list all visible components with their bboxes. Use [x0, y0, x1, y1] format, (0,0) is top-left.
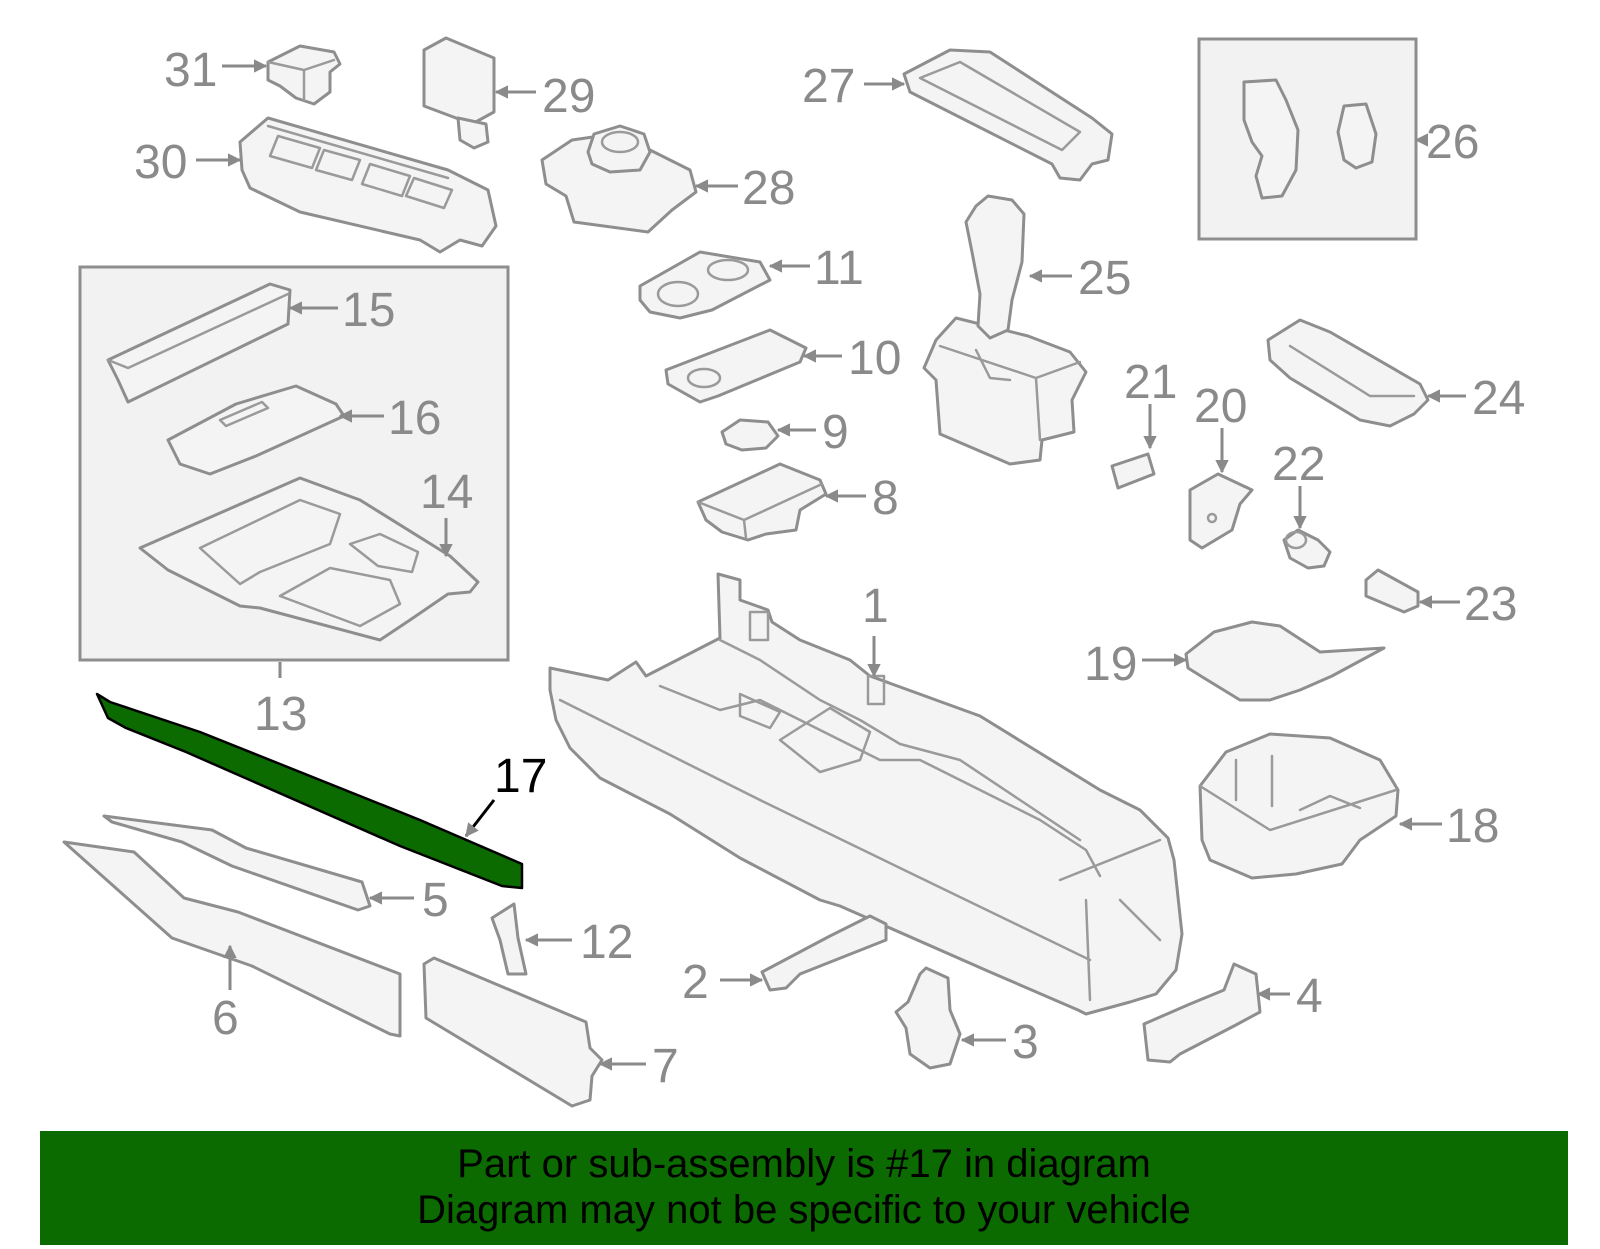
- callout-29: 29: [542, 70, 595, 123]
- part-15[interactable]: [106, 282, 292, 404]
- part-4[interactable]: [1142, 962, 1262, 1064]
- callout-19: 19: [1084, 638, 1137, 691]
- callout-21: 21: [1124, 356, 1177, 409]
- part-12[interactable]: [490, 902, 528, 976]
- part-22[interactable]: [1282, 528, 1332, 570]
- part-19[interactable]: [1184, 620, 1386, 702]
- callout-18: 18: [1446, 800, 1499, 853]
- callout-15: 15: [342, 284, 395, 337]
- part-26[interactable]: [1242, 78, 1378, 200]
- part-9[interactable]: [720, 418, 780, 452]
- group-box-26: [1197, 37, 1418, 241]
- callout-6: 6: [212, 992, 239, 1045]
- callout-24: 24: [1472, 372, 1525, 425]
- callout-31: 31: [164, 44, 217, 97]
- callout-labels: 31 29 30 28 27 26 11 10 9 8 25 21 20 22 …: [134, 44, 1525, 1093]
- callout-28: 28: [742, 162, 795, 215]
- callout-3: 3: [1012, 1016, 1039, 1069]
- part-25[interactable]: [922, 194, 1088, 466]
- part-21[interactable]: [1110, 452, 1156, 490]
- callout-8: 8: [872, 472, 899, 525]
- part-24[interactable]: [1266, 318, 1430, 428]
- part-20[interactable]: [1188, 472, 1254, 550]
- callout-2: 2: [682, 956, 709, 1009]
- part-23[interactable]: [1364, 568, 1420, 614]
- leader-17: [464, 799, 496, 838]
- callout-13: 13: [254, 688, 307, 741]
- part-27[interactable]: [902, 48, 1114, 182]
- callout-25: 25: [1078, 252, 1131, 305]
- callout-12: 12: [580, 916, 633, 969]
- banner-line-2: Diagram may not be specific to your vehi…: [417, 1188, 1191, 1232]
- part-3[interactable]: [894, 966, 962, 1070]
- part-14[interactable]: [138, 476, 480, 642]
- callout-22: 22: [1272, 438, 1325, 491]
- part-30[interactable]: [238, 116, 498, 254]
- callout-27: 27: [802, 60, 855, 113]
- callout-5: 5: [422, 874, 449, 927]
- leaders: [196, 59, 1466, 1071]
- part-11[interactable]: [638, 250, 772, 320]
- callout-14: 14: [420, 466, 473, 519]
- callout-16: 16: [388, 392, 441, 445]
- callout-17: 17: [494, 750, 547, 803]
- info-banner: Part or sub-assembly is #17 in diagram D…: [40, 1131, 1568, 1245]
- callout-30: 30: [134, 136, 187, 189]
- part-28[interactable]: [540, 124, 698, 234]
- callout-26: 26: [1426, 116, 1479, 169]
- callout-4: 4: [1296, 970, 1323, 1023]
- callout-10: 10: [848, 332, 901, 385]
- part-31[interactable]: [266, 44, 342, 106]
- part-10[interactable]: [664, 328, 808, 404]
- callout-9: 9: [822, 406, 849, 459]
- part-29[interactable]: [422, 36, 496, 150]
- part-5[interactable]: [102, 814, 372, 912]
- part-18[interactable]: [1198, 732, 1400, 880]
- callout-11: 11: [814, 242, 864, 295]
- part-7[interactable]: [422, 956, 604, 1108]
- part-17-highlight[interactable]: [95, 692, 524, 890]
- part-2[interactable]: [760, 914, 888, 992]
- callout-23: 23: [1464, 578, 1517, 631]
- banner-line-1: Part or sub-assembly is #17 in diagram: [457, 1142, 1151, 1186]
- callout-7: 7: [652, 1040, 679, 1093]
- part-8[interactable]: [696, 462, 828, 542]
- callout-1: 1: [862, 580, 889, 633]
- callout-20: 20: [1194, 380, 1247, 433]
